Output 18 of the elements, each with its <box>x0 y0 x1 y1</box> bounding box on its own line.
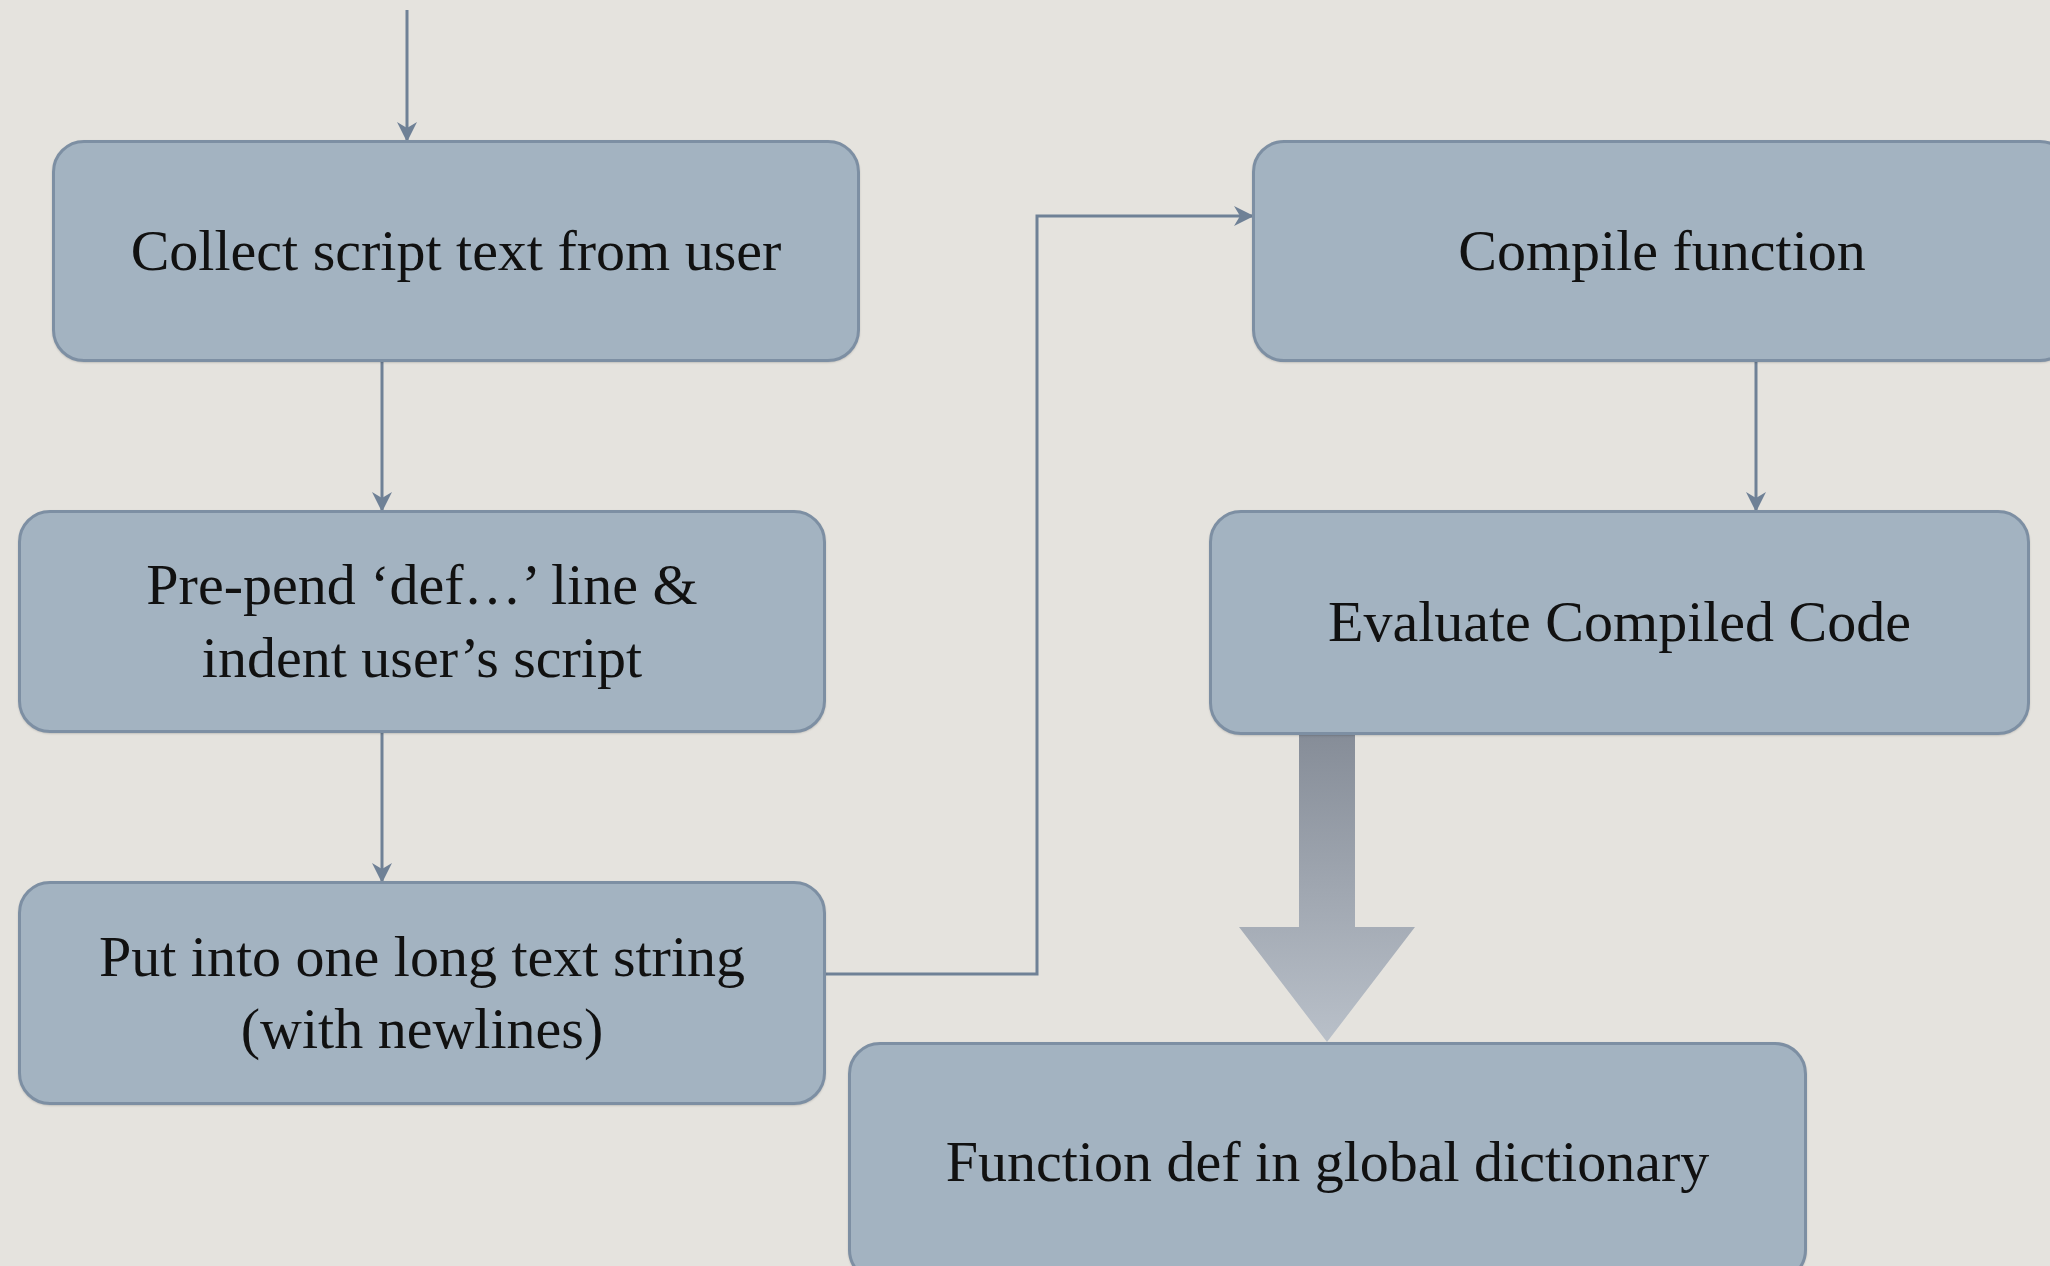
box-label: Put into one long text string (with newlines) <box>97 922 746 1063</box>
arrow <box>397 10 417 142</box>
block-arrow <box>1239 735 1415 1042</box>
process-box <box>1209 510 2030 735</box>
arrow <box>372 362 392 512</box>
process-box <box>52 140 860 362</box>
process-box <box>18 881 826 1105</box>
box-label: Collect script text from user <box>129 216 783 285</box>
arrow <box>372 733 392 883</box>
process-box <box>848 1042 1807 1266</box>
arrow <box>1746 362 1766 512</box>
box-label: Pre-pend ‘def…’ line & indent user’s script <box>145 551 699 692</box>
process-box <box>18 510 826 733</box>
arrow <box>826 206 1254 976</box>
box-label: Function def in global dictionary <box>944 1127 1711 1196</box>
box-label: Evaluate Compiled Code <box>1326 588 1913 657</box>
process-box <box>1252 140 2050 362</box>
box-label: Compile function <box>1457 216 1867 285</box>
